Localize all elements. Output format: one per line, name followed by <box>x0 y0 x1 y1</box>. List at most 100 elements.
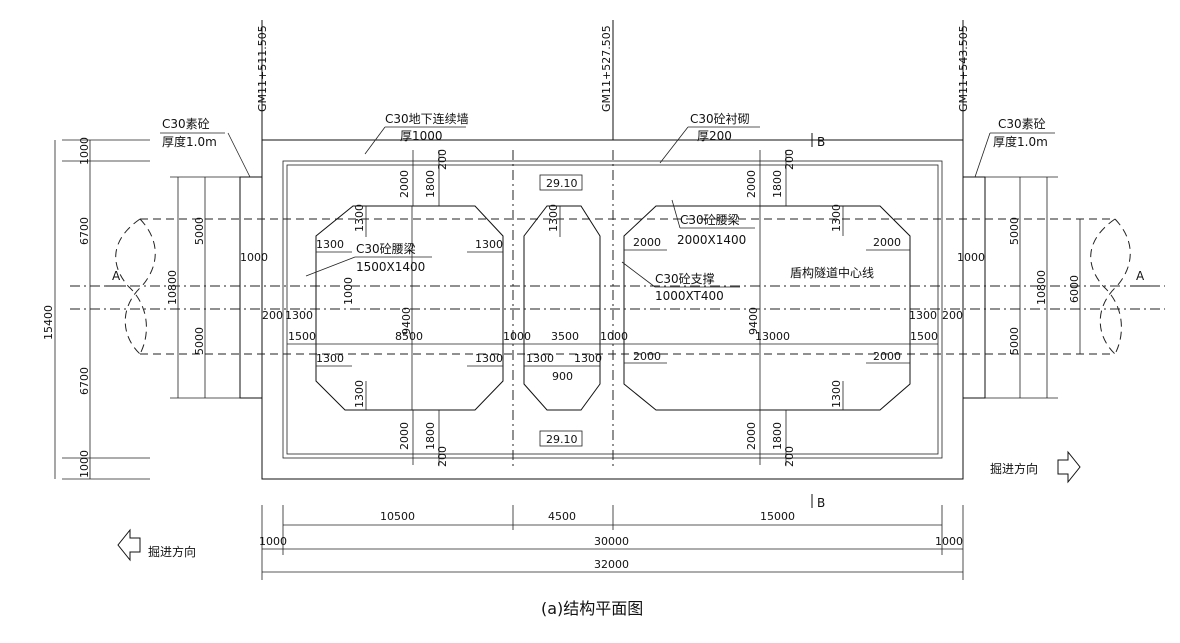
plain-concrete-blocks <box>239 176 986 399</box>
dim-2000-tl: 2000 <box>398 170 411 198</box>
station-left: GM11+511.505 <box>256 25 269 112</box>
dim-1300-h-lb2: 1300 <box>475 352 503 365</box>
tunnel-outlines <box>115 218 1131 355</box>
dim-2000-h-rb2: 2000 <box>873 350 901 363</box>
dim-3500: 3500 <box>551 330 579 343</box>
excavation-direction-right: 掘进方向 <box>990 461 1038 476</box>
dim-30000: 30000 <box>594 535 629 548</box>
diaphragm-wall-thickness: 厚1000 <box>400 129 443 143</box>
excavation-arrow-right <box>1057 450 1081 484</box>
dim-2000-br: 2000 <box>745 422 758 450</box>
dim-2000-h-rt2: 2000 <box>873 236 901 249</box>
dim-200-left: 200 <box>262 309 283 322</box>
dim-1800-tl: 1800 <box>424 170 437 198</box>
dim-32000: 32000 <box>594 558 629 571</box>
centerlines <box>70 150 1165 470</box>
dim-15000: 15000 <box>760 510 795 523</box>
dim-1000-mid-right: 1000 <box>600 330 628 343</box>
strut-size: 1000XT400 <box>655 289 724 303</box>
dim-1000-left-wall: 1000 <box>240 251 268 264</box>
section-a-left: A <box>112 269 121 283</box>
callout-leaders <box>160 126 1055 288</box>
dim-1300-right: 1300 <box>909 309 937 322</box>
dim-15400: 15400 <box>42 305 55 340</box>
c30-plain-left-thickness: 厚度1.0m <box>162 134 217 149</box>
section-b-top: B <box>817 135 825 149</box>
dim-4500: 4500 <box>548 510 576 523</box>
dim-2000-h-rt1: 2000 <box>633 236 661 249</box>
dim-5000-right-top: 5000 <box>1008 217 1021 245</box>
right-dimension-chains <box>985 176 1081 399</box>
c30-plain-right-thickness: 厚度1.0m <box>993 134 1048 149</box>
waist-beam-right-size: 2000X1400 <box>677 233 746 247</box>
elevation-box-bottom <box>539 430 583 447</box>
dim-1300-h-mb2: 1300 <box>574 352 602 365</box>
dim-1000-inner: 1000 <box>342 277 355 305</box>
dim-5000-right-bottom: 5000 <box>1008 327 1021 355</box>
left-opening <box>315 205 504 411</box>
dim-2000-tr: 2000 <box>745 170 758 198</box>
waist-beam-right-title: C30砼腰梁 <box>680 212 740 227</box>
dim-1300-h-lt2: 1300 <box>475 238 503 251</box>
station-mid: GM11+527.505 <box>600 25 613 112</box>
station-right: GM11+543.505 <box>957 25 970 112</box>
dim-1000-bottom-right: 1000 <box>935 535 963 548</box>
dim-1000-bottom: 1000 <box>78 450 91 478</box>
c30-plain-left-title: C30素砼 <box>162 117 210 131</box>
dim-200-bl: 200 <box>436 446 449 467</box>
dim-200-right: 200 <box>942 309 963 322</box>
dim-1300-v-rb: 1300 <box>830 380 843 408</box>
elevation-box-top <box>539 174 583 191</box>
dim-9400-left: 9400 <box>400 307 413 335</box>
dim-1300-v-lt: 1300 <box>353 204 366 232</box>
c30-plain-right-title: C30素砼 <box>998 117 1046 131</box>
dim-1800-br: 1800 <box>771 422 784 450</box>
dim-2000-bl: 2000 <box>398 422 411 450</box>
dim-1000-bottom-left: 1000 <box>259 535 287 548</box>
dim-1300-left: 1300 <box>285 309 313 322</box>
dim-200-tr: 200 <box>783 149 796 170</box>
left-dimension-chains <box>54 139 240 480</box>
lining-thickness: 厚200 <box>697 129 732 143</box>
tunnel-centerline-label: 盾构隧道中心线 <box>790 265 874 280</box>
diaphragm-wall-title: C30地下连续墙 <box>385 111 469 126</box>
dim-6700-bottom: 6700 <box>78 367 91 395</box>
excavation-arrow-left <box>117 528 141 562</box>
figure-caption: (a)结构平面图 <box>541 599 643 618</box>
bottom-dimension-chains <box>261 505 964 580</box>
dim-200-br: 200 <box>783 446 796 467</box>
dim-1800-tr: 1800 <box>771 170 784 198</box>
right-opening <box>623 205 911 411</box>
dim-2000-h-rb1: 2000 <box>633 350 661 363</box>
section-a-right: A <box>1136 269 1145 283</box>
beam-dimension-lines <box>287 150 938 465</box>
waist-beam-left-title: C30砼腰梁 <box>356 241 416 256</box>
dim-1300-h-lt1: 1300 <box>316 238 344 251</box>
section-b-bottom: B <box>817 496 825 510</box>
dim-1300-h-mb1: 1300 <box>526 352 554 365</box>
excavation-direction-left: 掘进方向 <box>148 544 196 559</box>
elevation-top: 29.10 <box>546 177 578 190</box>
dim-9400-right: 9400 <box>747 307 760 335</box>
station-lines <box>261 20 964 140</box>
strut-title: C30砼支撑 <box>655 271 715 286</box>
dim-1000-top: 1000 <box>78 137 91 165</box>
dim-10800-right: 10800 <box>1035 270 1048 305</box>
dim-6000: 6000 <box>1068 275 1081 303</box>
dim-1800-bl: 1800 <box>424 422 437 450</box>
dim-1000-right-wall: 1000 <box>957 251 985 264</box>
dim-8500: 8500 <box>395 330 423 343</box>
waist-beam-left-size: 1500X1400 <box>356 260 425 274</box>
dim-1300-v-m: 1300 <box>547 204 560 232</box>
dim-6700-top: 6700 <box>78 217 91 245</box>
dim-1500-right: 1500 <box>910 330 938 343</box>
dim-1300-v-rt: 1300 <box>830 204 843 232</box>
dim-200-tl: 200 <box>436 149 449 170</box>
dim-5000-left-bottom: 5000 <box>193 327 206 355</box>
dim-5000-left-top: 5000 <box>193 217 206 245</box>
dim-1500-left: 1500 <box>288 330 316 343</box>
lining-title: C30砼衬砌 <box>690 112 750 126</box>
dim-1000-mid-left: 1000 <box>503 330 531 343</box>
dim-900: 900 <box>552 370 573 383</box>
